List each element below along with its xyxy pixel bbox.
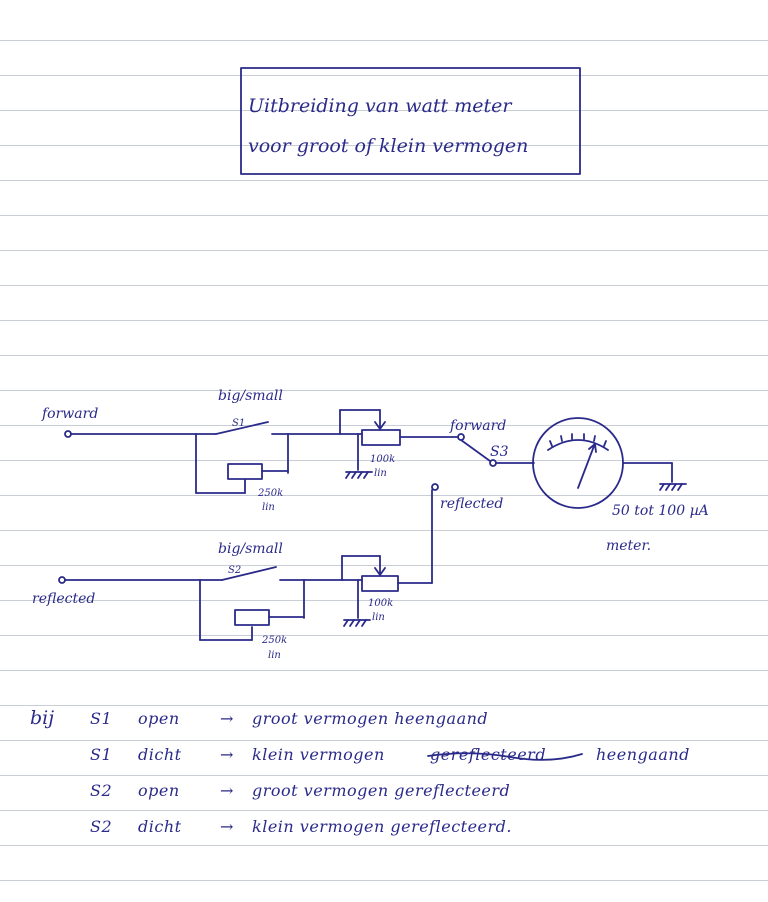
pot-250k-value: 250k <box>257 488 283 499</box>
ground-hatch <box>671 483 677 491</box>
title-line-2: voor groot of klein vermogen <box>248 135 528 157</box>
needle-tip <box>588 443 597 453</box>
note-switch: S2 <box>90 781 112 800</box>
notes: bij S1 open → groot vermogen heengaand S… <box>30 707 690 836</box>
meter-tick <box>549 440 553 447</box>
note-row-2: S1 dicht → klein vermogen gereflecteerd … <box>90 745 690 764</box>
pot-250k-taper: lin <box>262 502 275 513</box>
pot-100k-2-body <box>361 575 399 592</box>
note-row-3: S2 open → groot vermogen gereflecteerd <box>90 781 510 800</box>
meter-range-label: 50 tot 100 µA <box>612 503 709 519</box>
pot-100k-value: 100k <box>370 454 395 465</box>
pot-250k-2-taper: lin <box>268 650 281 661</box>
note-result: groot vermogen gereflecteerd <box>252 781 510 800</box>
ground-hatch <box>363 471 369 479</box>
note-row-1: S1 open → groot vermogen heengaand <box>90 709 488 728</box>
meter-face <box>532 417 624 509</box>
note-state: dicht <box>138 745 182 764</box>
switch2-blade <box>221 566 277 581</box>
title-line-1: Uitbreiding van watt meter <box>248 95 513 117</box>
note-result: klein vermogen <box>252 745 385 764</box>
note-arrow: → <box>220 781 234 800</box>
ground-hatch <box>659 483 665 491</box>
ground-hatch <box>351 471 357 479</box>
note-result: groot vermogen heengaand <box>252 709 488 728</box>
switch2-name: S2 <box>228 565 241 576</box>
selector-and-meter: S3 50 tot 100 µA meter. <box>460 417 709 554</box>
ground-hatch <box>357 471 363 479</box>
note-result: klein vermogen gereflecteerd. <box>252 817 512 836</box>
ground-hatch <box>355 619 361 627</box>
note-arrow: → <box>220 745 234 764</box>
note-state: dicht <box>138 817 182 836</box>
selector-reflected-label: reflected <box>440 496 503 512</box>
wiper-arrow <box>374 421 386 430</box>
meter-tick <box>603 440 607 447</box>
switch1-blade <box>215 421 269 435</box>
note-state: open <box>138 781 180 800</box>
selector-forward-contact <box>457 433 465 441</box>
meter-needle <box>577 445 595 489</box>
note-switch: S1 <box>90 709 112 728</box>
ground-hatch <box>677 483 683 491</box>
switch1-caption: big/small <box>218 388 283 404</box>
meter-tick <box>560 435 563 442</box>
note-result-after: heengaand <box>596 745 690 764</box>
pot-100k-body <box>361 429 401 446</box>
pot-250k-body <box>227 463 263 480</box>
meter-tick <box>593 435 596 442</box>
pot-100k-2-taper: lin <box>372 612 385 623</box>
note-row-4: S2 dicht → klein vermogen gereflecteerd. <box>90 817 512 836</box>
title-frame <box>240 67 581 175</box>
selector-s3-name: S3 <box>490 444 509 460</box>
reflected-branch: reflected big/small S2 250k lin 100k lin <box>32 483 503 661</box>
pot-250k-2-value: 250k <box>261 635 287 646</box>
title-box: Uitbreiding van watt meter voor groot of… <box>240 67 581 175</box>
ground-hatch <box>361 619 367 627</box>
pot-100k-2-value: 100k <box>368 598 393 609</box>
ground-hatch <box>665 483 671 491</box>
forward-branch: forward big/small S1 250k lin 100k lin <box>41 388 506 513</box>
note-switch: S1 <box>90 745 112 764</box>
ground-hatch <box>349 619 355 627</box>
note-arrow: → <box>220 709 234 728</box>
note-switch: S2 <box>90 817 112 836</box>
pot-250k-2-body <box>234 609 270 626</box>
selector-s3-blade <box>460 439 491 462</box>
forward-input-label: forward <box>41 406 98 422</box>
strikethrough <box>427 752 583 761</box>
pot-100k-taper: lin <box>374 468 387 479</box>
meter-scale-arc <box>547 439 609 451</box>
selector-reflected-contact <box>431 483 439 491</box>
switch2-caption: big/small <box>218 541 283 557</box>
switch1-name: S1 <box>232 418 245 429</box>
meter-label: meter. <box>606 538 651 554</box>
selector-forward-label: forward <box>449 418 506 434</box>
notes-prefix: bij <box>30 707 54 729</box>
note-arrow: → <box>220 817 234 836</box>
reflected-input-label: reflected <box>32 591 95 607</box>
wiper-arrow <box>374 567 386 576</box>
ground-hatch <box>343 619 349 627</box>
note-state: open <box>138 709 180 728</box>
ground-hatch <box>345 471 351 479</box>
